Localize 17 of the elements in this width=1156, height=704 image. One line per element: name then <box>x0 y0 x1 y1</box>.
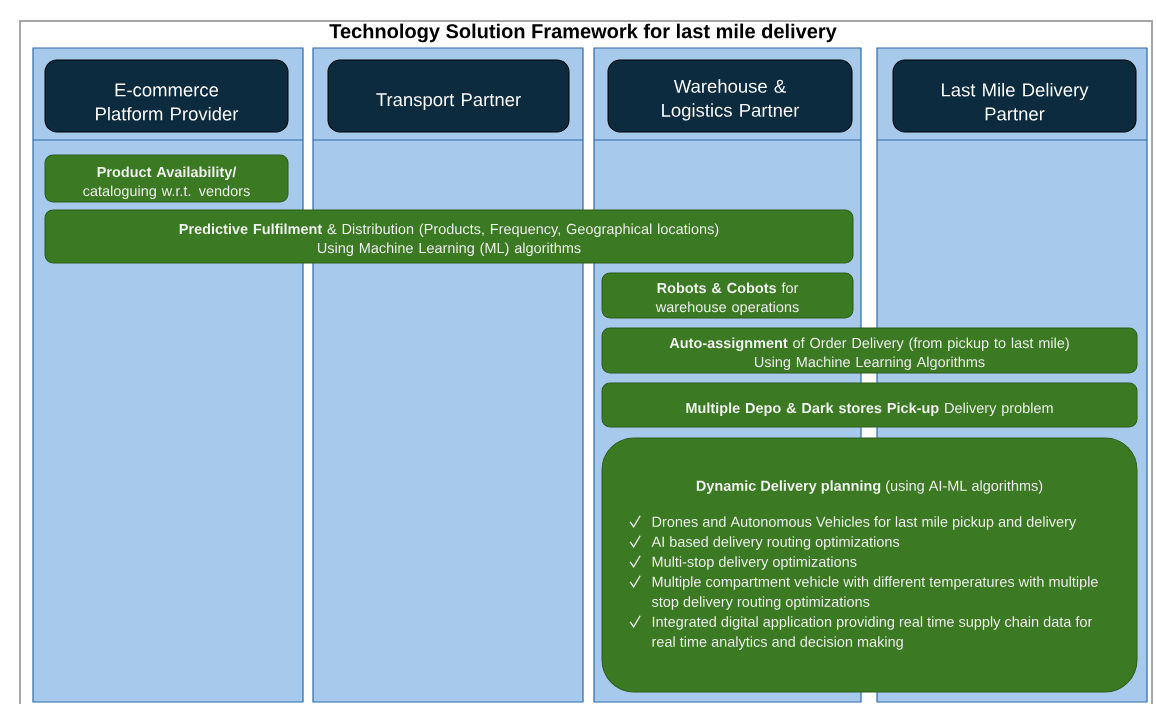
planning-box <box>601 437 1138 693</box>
checklist-item: Drones and Autonomous Vehicles for last mile pickup and delivery <box>652 516 1077 530</box>
checklist-item: AI based delivery routing optimizations <box>651 536 900 550</box>
checklist-item: Integrated digital application providing real time supply chain data for real time analytics and decision making <box>652 616 1093 650</box>
solution-box: Auto-assignment of Order Delivery (from pickup to last mile) Using Machine Learning Algorithms <box>601 327 1138 374</box>
header-box: E-commerce Platform Provider <box>44 59 289 133</box>
solution-box: Multiple Depo & Dark stores Pick-up Delivery problem <box>601 382 1138 428</box>
solution-box: Predictive Fulfilment & Distribution (Products, Frequency, Geographical locations) Using Machine Learning (ML) algorithms <box>44 209 854 264</box>
title: Technology Solution Framework for last mile delivery <box>329 23 837 43</box>
header-box: Transport Partner <box>327 59 570 133</box>
header-box: Last Mile Delivery Partner <box>892 59 1137 133</box>
solution-box: Product Availability/ cataloguing w.r.t. vendors <box>44 154 289 203</box>
solution-box: Robots & Cobots for warehouse operations <box>601 272 854 319</box>
checklist-item: Multi-stop delivery optimizations <box>652 556 857 570</box>
heading: Dynamic Delivery planning (using AI-ML algorithms) <box>696 480 1043 494</box>
checklist-item: Multiple compartment vehicle with different temperatures with multiple stop delivery routing optimizations <box>651 576 1098 610</box>
header-box: Warehouse & Logistics Partner <box>607 59 853 133</box>
